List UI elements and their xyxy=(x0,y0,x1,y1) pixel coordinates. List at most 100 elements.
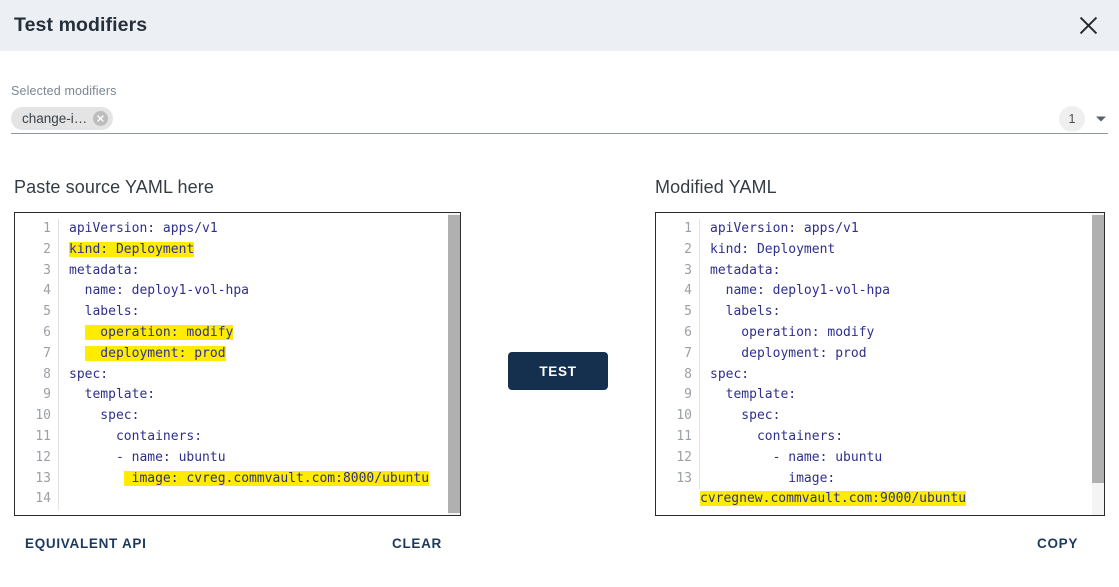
line-number: 10 xyxy=(656,406,700,427)
dialog-header: Test modifiers xyxy=(0,0,1119,51)
selected-modifiers-label: Selected modifiers xyxy=(11,84,117,98)
code-text: kind: Deployment xyxy=(59,240,195,261)
line-number: 9 xyxy=(656,385,700,407)
code-text: labels: xyxy=(710,304,781,320)
code-line: 9 template: xyxy=(656,385,1104,407)
code-highlight: operation: modify xyxy=(84,324,234,340)
close-button[interactable] xyxy=(1071,9,1105,43)
code-text: containers: xyxy=(69,428,203,444)
code-line: 2 kind: Deployment xyxy=(656,239,1104,261)
code-text: apiVersion: apps/v1 xyxy=(69,221,218,236)
code-text: kind: Deployment xyxy=(710,241,836,257)
source-yaml-scrollbar[interactable] xyxy=(448,213,460,515)
source-yaml-heading: Paste source YAML here xyxy=(14,177,214,197)
modified-yaml-scrollbar[interactable] xyxy=(1092,213,1104,515)
code-text: operation: modify xyxy=(59,323,234,344)
code-text: name: deploy1-vol-hpa xyxy=(710,283,891,299)
code-line: 10 spec: xyxy=(15,406,460,427)
code-line: 1 apiVersion: apps/v1 xyxy=(656,219,1104,240)
code-line: 10 spec: xyxy=(656,406,1104,427)
line-number: 8 xyxy=(656,364,700,386)
modifier-chip-label: change-i… xyxy=(22,111,88,126)
code-line: 2 kind: Deployment xyxy=(15,239,460,261)
line-number: 13 xyxy=(656,468,700,490)
modifier-count-badge[interactable]: 1 xyxy=(1059,106,1085,132)
code-text: - name: ubuntu xyxy=(69,449,226,465)
code-line: 4 name: deploy1-vol-hpa xyxy=(15,281,460,303)
code-line: 8 spec: xyxy=(656,364,1104,386)
equivalent-api-button[interactable]: EQUIVALENT API xyxy=(25,536,147,551)
code-line: 13 image: xyxy=(656,468,1104,490)
code-line: 9 template: xyxy=(15,385,460,407)
line-number: 1 xyxy=(656,219,700,240)
code-line: 13 image: cvreg.commvault.com:8000/ubunt… xyxy=(15,468,460,490)
line-number: 6 xyxy=(15,322,59,344)
code-line: 6 operation: modify xyxy=(656,322,1104,344)
line-number: 4 xyxy=(15,281,59,303)
copy-button[interactable]: COPY xyxy=(1037,536,1079,551)
line-number: 6 xyxy=(656,322,700,344)
clear-button[interactable]: CLEAR xyxy=(392,536,442,551)
line-number: 8 xyxy=(15,364,59,386)
code-highlight: kind: Deployment xyxy=(69,241,195,257)
code-line: 5 labels: xyxy=(15,302,460,323)
code-text: deployment: prod xyxy=(710,345,867,361)
selected-modifiers-field[interactable]: change-i… xyxy=(11,104,1108,134)
line-number: 2 xyxy=(656,239,700,261)
chevron-down-icon[interactable] xyxy=(1094,112,1108,126)
code-highlight: cvregnew.commvault.com:9000/ubuntu xyxy=(700,491,967,507)
close-circle-icon[interactable] xyxy=(93,111,109,126)
code-line: 11 containers: xyxy=(656,426,1104,448)
code-text: name: deploy1-vol-hpa xyxy=(69,283,250,299)
code-line: 5 labels: xyxy=(656,302,1104,323)
code-highlight: deployment: prod xyxy=(84,345,226,361)
code-line: 14 xyxy=(15,489,460,511)
line-number: 10 xyxy=(15,406,59,427)
line-number: 14 xyxy=(15,489,59,511)
code-text: spec: xyxy=(69,366,109,382)
line-number: 2 xyxy=(15,239,59,261)
code-text: cvregnew.commvault.com:9000/ubuntu xyxy=(700,489,967,510)
code-text: image: cvreg.commvault.com:8000/ubuntu xyxy=(59,469,430,490)
modified-yaml-heading: Modified YAML xyxy=(655,177,777,197)
line-number: 1 xyxy=(15,219,59,240)
code-line: 4 name: deploy1-vol-hpa xyxy=(656,281,1104,303)
modifier-count-group: 1 xyxy=(1059,104,1108,134)
code-text: spec: xyxy=(710,366,750,382)
close-icon xyxy=(1078,15,1099,36)
source-yaml-editor[interactable]: 1 apiVersion: apps/v1 2 kind: Deployment 3 me… xyxy=(14,212,461,516)
code-line: 1 apiVersion: apps/v1 xyxy=(15,219,460,240)
modifier-chip[interactable]: change-i… xyxy=(11,107,114,130)
page-title: Test modifiers xyxy=(14,13,148,36)
test-button[interactable]: TEST xyxy=(508,352,608,390)
line-number: 11 xyxy=(656,426,700,448)
line-number: 7 xyxy=(656,343,700,365)
code-text: template: xyxy=(710,387,797,403)
modified-yaml-scrollbar-thumb[interactable] xyxy=(1092,215,1104,483)
line-number: 5 xyxy=(15,302,59,323)
code-text: apiVersion: apps/v1 xyxy=(710,221,859,236)
code-text: labels: xyxy=(69,304,140,320)
line-number: 11 xyxy=(15,426,59,448)
line-number: 5 xyxy=(656,302,700,323)
code-line: 3 metadata: xyxy=(15,260,460,282)
code-text: spec: xyxy=(710,408,781,424)
line-number: 9 xyxy=(15,385,59,407)
code-text: image: xyxy=(710,470,836,486)
line-number: 4 xyxy=(656,281,700,303)
line-number: 12 xyxy=(15,447,59,469)
code-highlight: image: cvreg.commvault.com:8000/ubuntu xyxy=(123,470,430,486)
line-number: 3 xyxy=(15,260,59,282)
source-yaml-code[interactable]: 1 apiVersion: apps/v1 2 kind: Deployment 3 me… xyxy=(15,213,460,515)
source-yaml-scrollbar-thumb[interactable] xyxy=(448,215,460,513)
code-text: metadata: xyxy=(69,262,140,278)
code-text: deployment: prod xyxy=(59,344,226,365)
code-line: cvregnew.commvault.com:9000/ubuntu xyxy=(656,489,1104,510)
code-text: template: xyxy=(69,387,156,403)
code-text: spec: xyxy=(69,408,140,424)
code-line: 6 operation: modify xyxy=(15,322,460,344)
code-line: 7 deployment: prod xyxy=(15,343,460,365)
code-line: 8 spec: xyxy=(15,364,460,386)
